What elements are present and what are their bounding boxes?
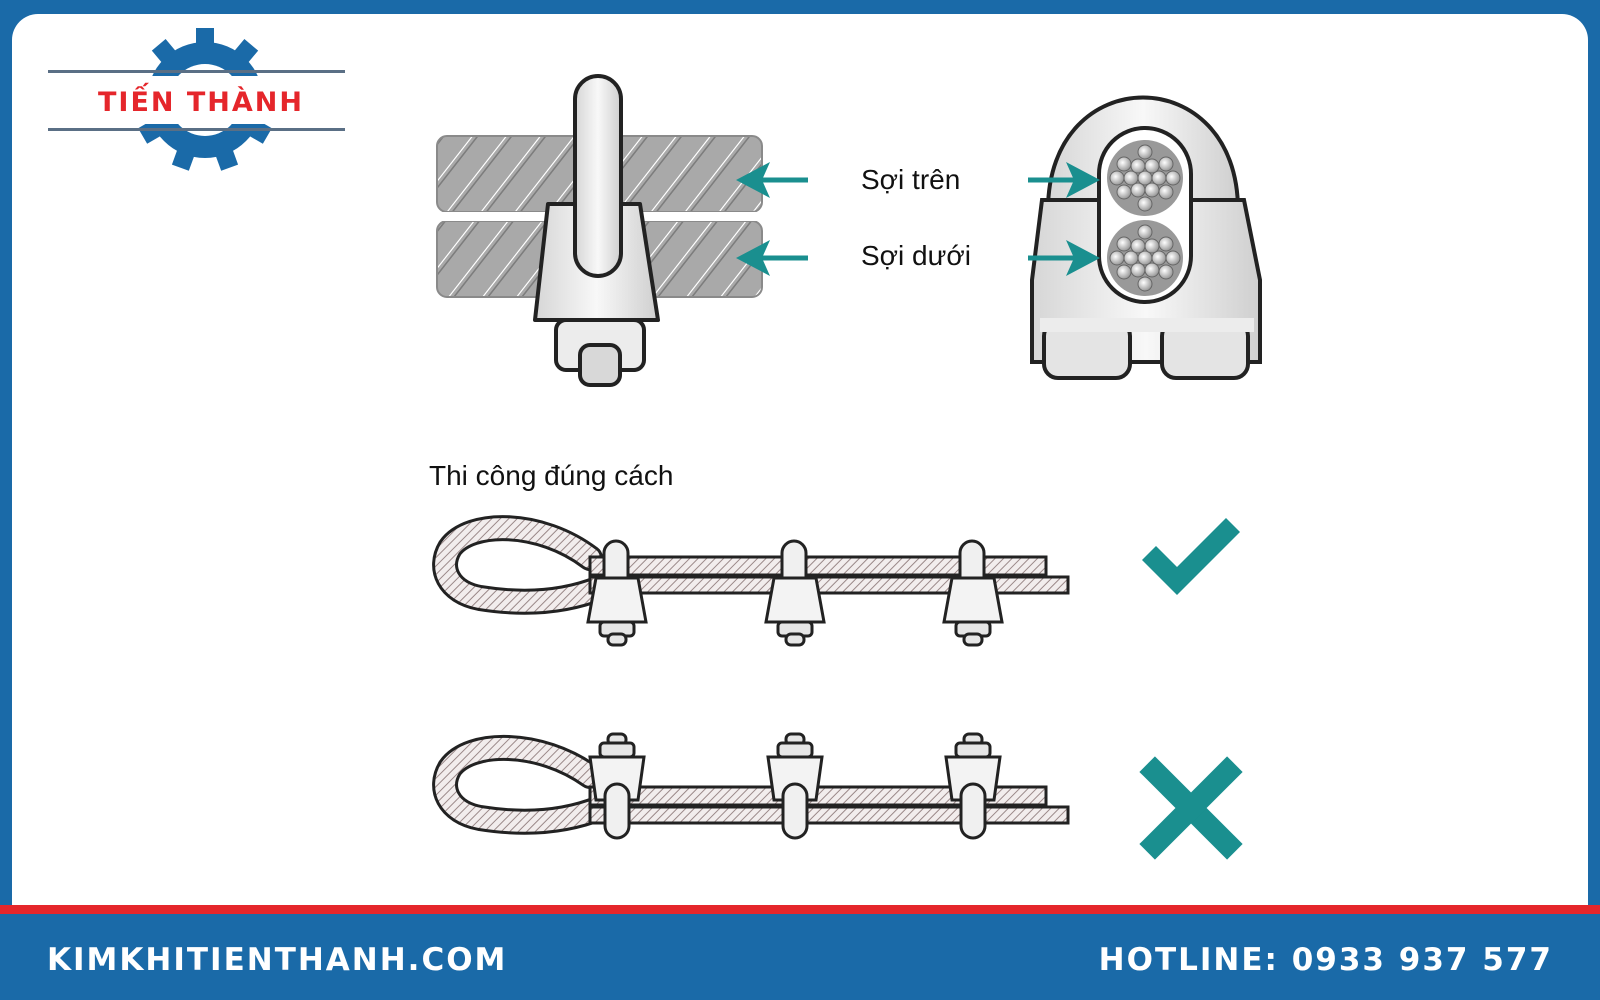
rope-clip: [588, 732, 646, 840]
footer-bar: KIMKHITIENTHANH.COM HOTLINE: 0933 937 57…: [0, 914, 1600, 1000]
correct-assembly: [432, 515, 1070, 647]
upper-strand-section: [1107, 140, 1183, 216]
hotline-text: HOTLINE: 0933 937 577: [1098, 942, 1553, 978]
lower-strand-section: [1107, 220, 1183, 296]
brand-name: TIẾN THÀNH: [98, 83, 304, 118]
rope-clip: [942, 539, 1004, 647]
wrong-assembly: [432, 732, 1070, 840]
u-bolt: [573, 74, 623, 278]
footer-accent-band: [0, 905, 1600, 914]
rope-clip: [766, 732, 824, 840]
bottom-strand-label: Sợi dưới: [861, 240, 971, 271]
brand-logo: TIẾN THÀNH: [48, 28, 345, 171]
cross-icon: [1139, 756, 1243, 860]
rope-side-view: [436, 74, 808, 387]
section-title: Thi công đúng cách: [429, 460, 673, 491]
arrow-icon: [1028, 240, 1100, 276]
rope-clip: [764, 539, 826, 647]
website-link[interactable]: KIMKHITIENTHANH.COM: [47, 942, 508, 978]
rope-clip: [586, 539, 648, 647]
clip-cross-section: [1028, 95, 1262, 380]
arrow-icon: [736, 162, 808, 198]
top-strand-label: Sợi trên: [861, 164, 960, 195]
arrow-icon: [736, 240, 808, 276]
arrow-icon: [1028, 162, 1100, 198]
rope-clip: [944, 732, 1002, 840]
check-icon: [1142, 518, 1240, 595]
